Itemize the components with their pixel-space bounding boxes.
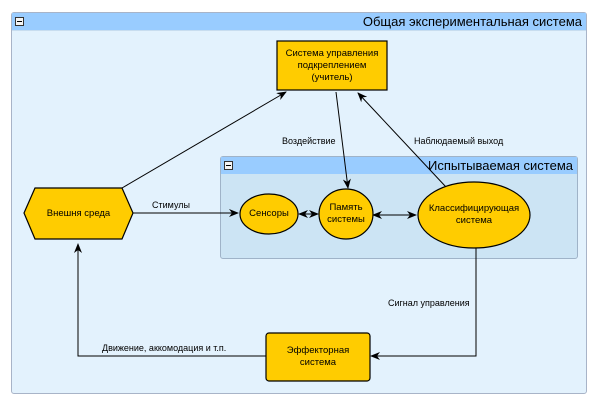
node-effector-label: Эффекторная система (266, 333, 370, 381)
edge-label-stimuli: Стимулы (152, 200, 190, 210)
node-environment[interactable] (23, 187, 134, 240)
node-sensors[interactable] (239, 193, 299, 235)
edge-movement (74, 243, 266, 357)
node-teacher-label: Система управления подкреплением (учител… (277, 41, 387, 90)
node-memory-line1: Память (329, 202, 363, 213)
node-environment-label: Внешня среда (46, 207, 111, 219)
outer-group-header: Общая экспериментальная система (12, 13, 586, 31)
node-sensors-label: Сенсоры (249, 208, 289, 219)
node-classifier-line1: Классифицирующая (428, 203, 520, 214)
collapse-icon[interactable] (224, 161, 233, 170)
edge-label-control-signal: Сигнал управления (388, 298, 470, 308)
edge-control-signal (370, 247, 477, 360)
edge-label-observed-output: Наблюдаемый выход (414, 136, 504, 146)
node-classifier[interactable] (417, 181, 531, 249)
edge-teacher-to-memory (335, 91, 351, 189)
node-effector[interactable] (265, 332, 371, 382)
collapse-icon[interactable] (15, 17, 24, 26)
edge-classifier-to-teacher (357, 92, 447, 188)
edge-label-movement: Движение, аккомодация и т.п. (102, 343, 227, 353)
inner-group-header: Испытываемая система (221, 157, 577, 174)
edge-label-influence: Воздействие (282, 136, 336, 146)
node-effector-line1: Эффекторная (286, 345, 350, 356)
outer-group-title: Общая экспериментальная система (362, 14, 582, 29)
node-teacher[interactable] (276, 40, 388, 91)
node-classifier-line2: система (455, 215, 493, 226)
inner-group-title: Испытываемая система (427, 158, 573, 173)
node-teacher-line2: подкреплением (297, 59, 367, 71)
node-memory[interactable] (318, 188, 374, 240)
node-teacher-line1: Система управления (285, 47, 379, 59)
node-memory-line2: системы (327, 214, 365, 225)
node-memory-label: Память системы (319, 189, 373, 239)
node-classifier-label: Классифицирующая система (418, 182, 530, 248)
node-teacher-line3: (учитель) (311, 71, 353, 83)
node-effector-line2: система (299, 357, 337, 368)
edge-environment-to-teacher (121, 91, 287, 189)
